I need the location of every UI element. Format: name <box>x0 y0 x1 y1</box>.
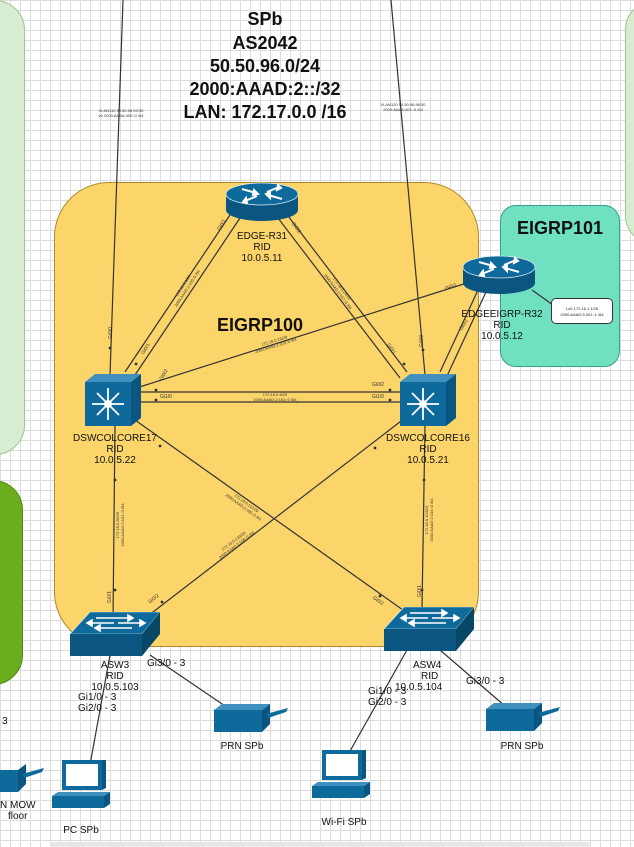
site-lan: LAN: 172.17.0.0 /16 <box>183 102 347 122</box>
link-r31-core17-a <box>124 211 233 373</box>
printer-spb-1[interactable] <box>212 704 290 734</box>
link-r32-loopback <box>531 289 554 306</box>
printer-spb-2[interactable] <box>484 703 562 733</box>
zone-eigrp100-label: EIGRP100 <box>216 315 304 335</box>
wifi-spb[interactable] <box>312 750 370 802</box>
switch-core16[interactable] <box>400 374 456 426</box>
multilayer-switch-icon <box>85 374 141 426</box>
site-ipv6: 2000:AAAD:2::/32 <box>189 79 341 99</box>
link-uplink-right <box>390 0 426 376</box>
multilayer-switch-icon <box>400 374 456 426</box>
switch-core17[interactable] <box>85 374 141 426</box>
asw3-ports-gi3: Gi3/0 - 3 <box>147 658 186 669</box>
label-wifi-spb: Wi-Fi SPb <box>321 817 367 828</box>
link-core17-asw4 <box>134 419 411 616</box>
link-core16-asw3 <box>139 417 406 623</box>
link-core17-asw3 <box>112 424 116 621</box>
link-r32-core16-a <box>439 289 479 373</box>
link-r32-core17 <box>129 281 471 391</box>
port-c16-up: Gi0/0 <box>418 335 425 347</box>
port-asw4-a: Gi0/1 <box>416 585 423 597</box>
router-icon <box>462 255 536 294</box>
port-c16-c: Gi1/0 <box>372 394 384 400</box>
link-asw3-prn <box>149 654 229 709</box>
label-pc-spb: PC SPb <box>63 825 99 836</box>
link-core16-asw4 <box>421 424 426 609</box>
printer-icon <box>486 703 560 731</box>
router-edge-r31[interactable] <box>224 180 300 222</box>
switch-asw3[interactable] <box>70 612 160 656</box>
label-prn-spb-2: PRN SPb <box>500 741 544 752</box>
router-icon <box>225 182 299 221</box>
label-left-edge-port: 3 <box>2 716 8 727</box>
switch-icon <box>384 607 474 651</box>
zone-left-green <box>0 0 25 455</box>
port-c17-up: Gi0/0 <box>107 327 114 339</box>
printer-icon <box>0 764 44 792</box>
link-r32-core16-b <box>446 291 487 377</box>
link-r31-core16-a <box>284 211 408 373</box>
printer-icon <box>214 704 288 732</box>
zone-eigrp101-label: EIGRP101 <box>516 218 604 238</box>
link-r31-core17-b <box>132 217 241 379</box>
pc-spb[interactable] <box>52 760 110 812</box>
port-c16-b: Gi0/2 <box>372 382 384 388</box>
computer-icon <box>52 760 110 808</box>
link-r31-core16-b <box>277 217 401 379</box>
printer-partial-left[interactable] <box>0 764 46 794</box>
router-edge-r32[interactable] <box>461 253 537 295</box>
port-asw3-a: Gi0/1 <box>106 591 113 603</box>
computer-icon <box>312 750 370 798</box>
link-asw4-wifi <box>344 649 408 761</box>
asw4-ports-gi3: Gi3/0 - 3 <box>466 676 505 687</box>
switch-icon <box>70 612 160 656</box>
label-prn-spb-1: PRN SPb <box>220 741 264 752</box>
link-uplink-left <box>109 0 124 376</box>
site-title: SPb <box>247 9 283 29</box>
site-as: AS2042 <box>232 33 298 53</box>
link-asw3-pc <box>89 654 111 766</box>
page-bottom-edge <box>50 842 590 847</box>
link-asw4-prn <box>439 649 506 707</box>
port-c17-c: Gi1/0 <box>160 394 172 400</box>
site-ipv4: 50.50.96.0/24 <box>209 56 321 76</box>
switch-asw4[interactable] <box>384 607 474 651</box>
